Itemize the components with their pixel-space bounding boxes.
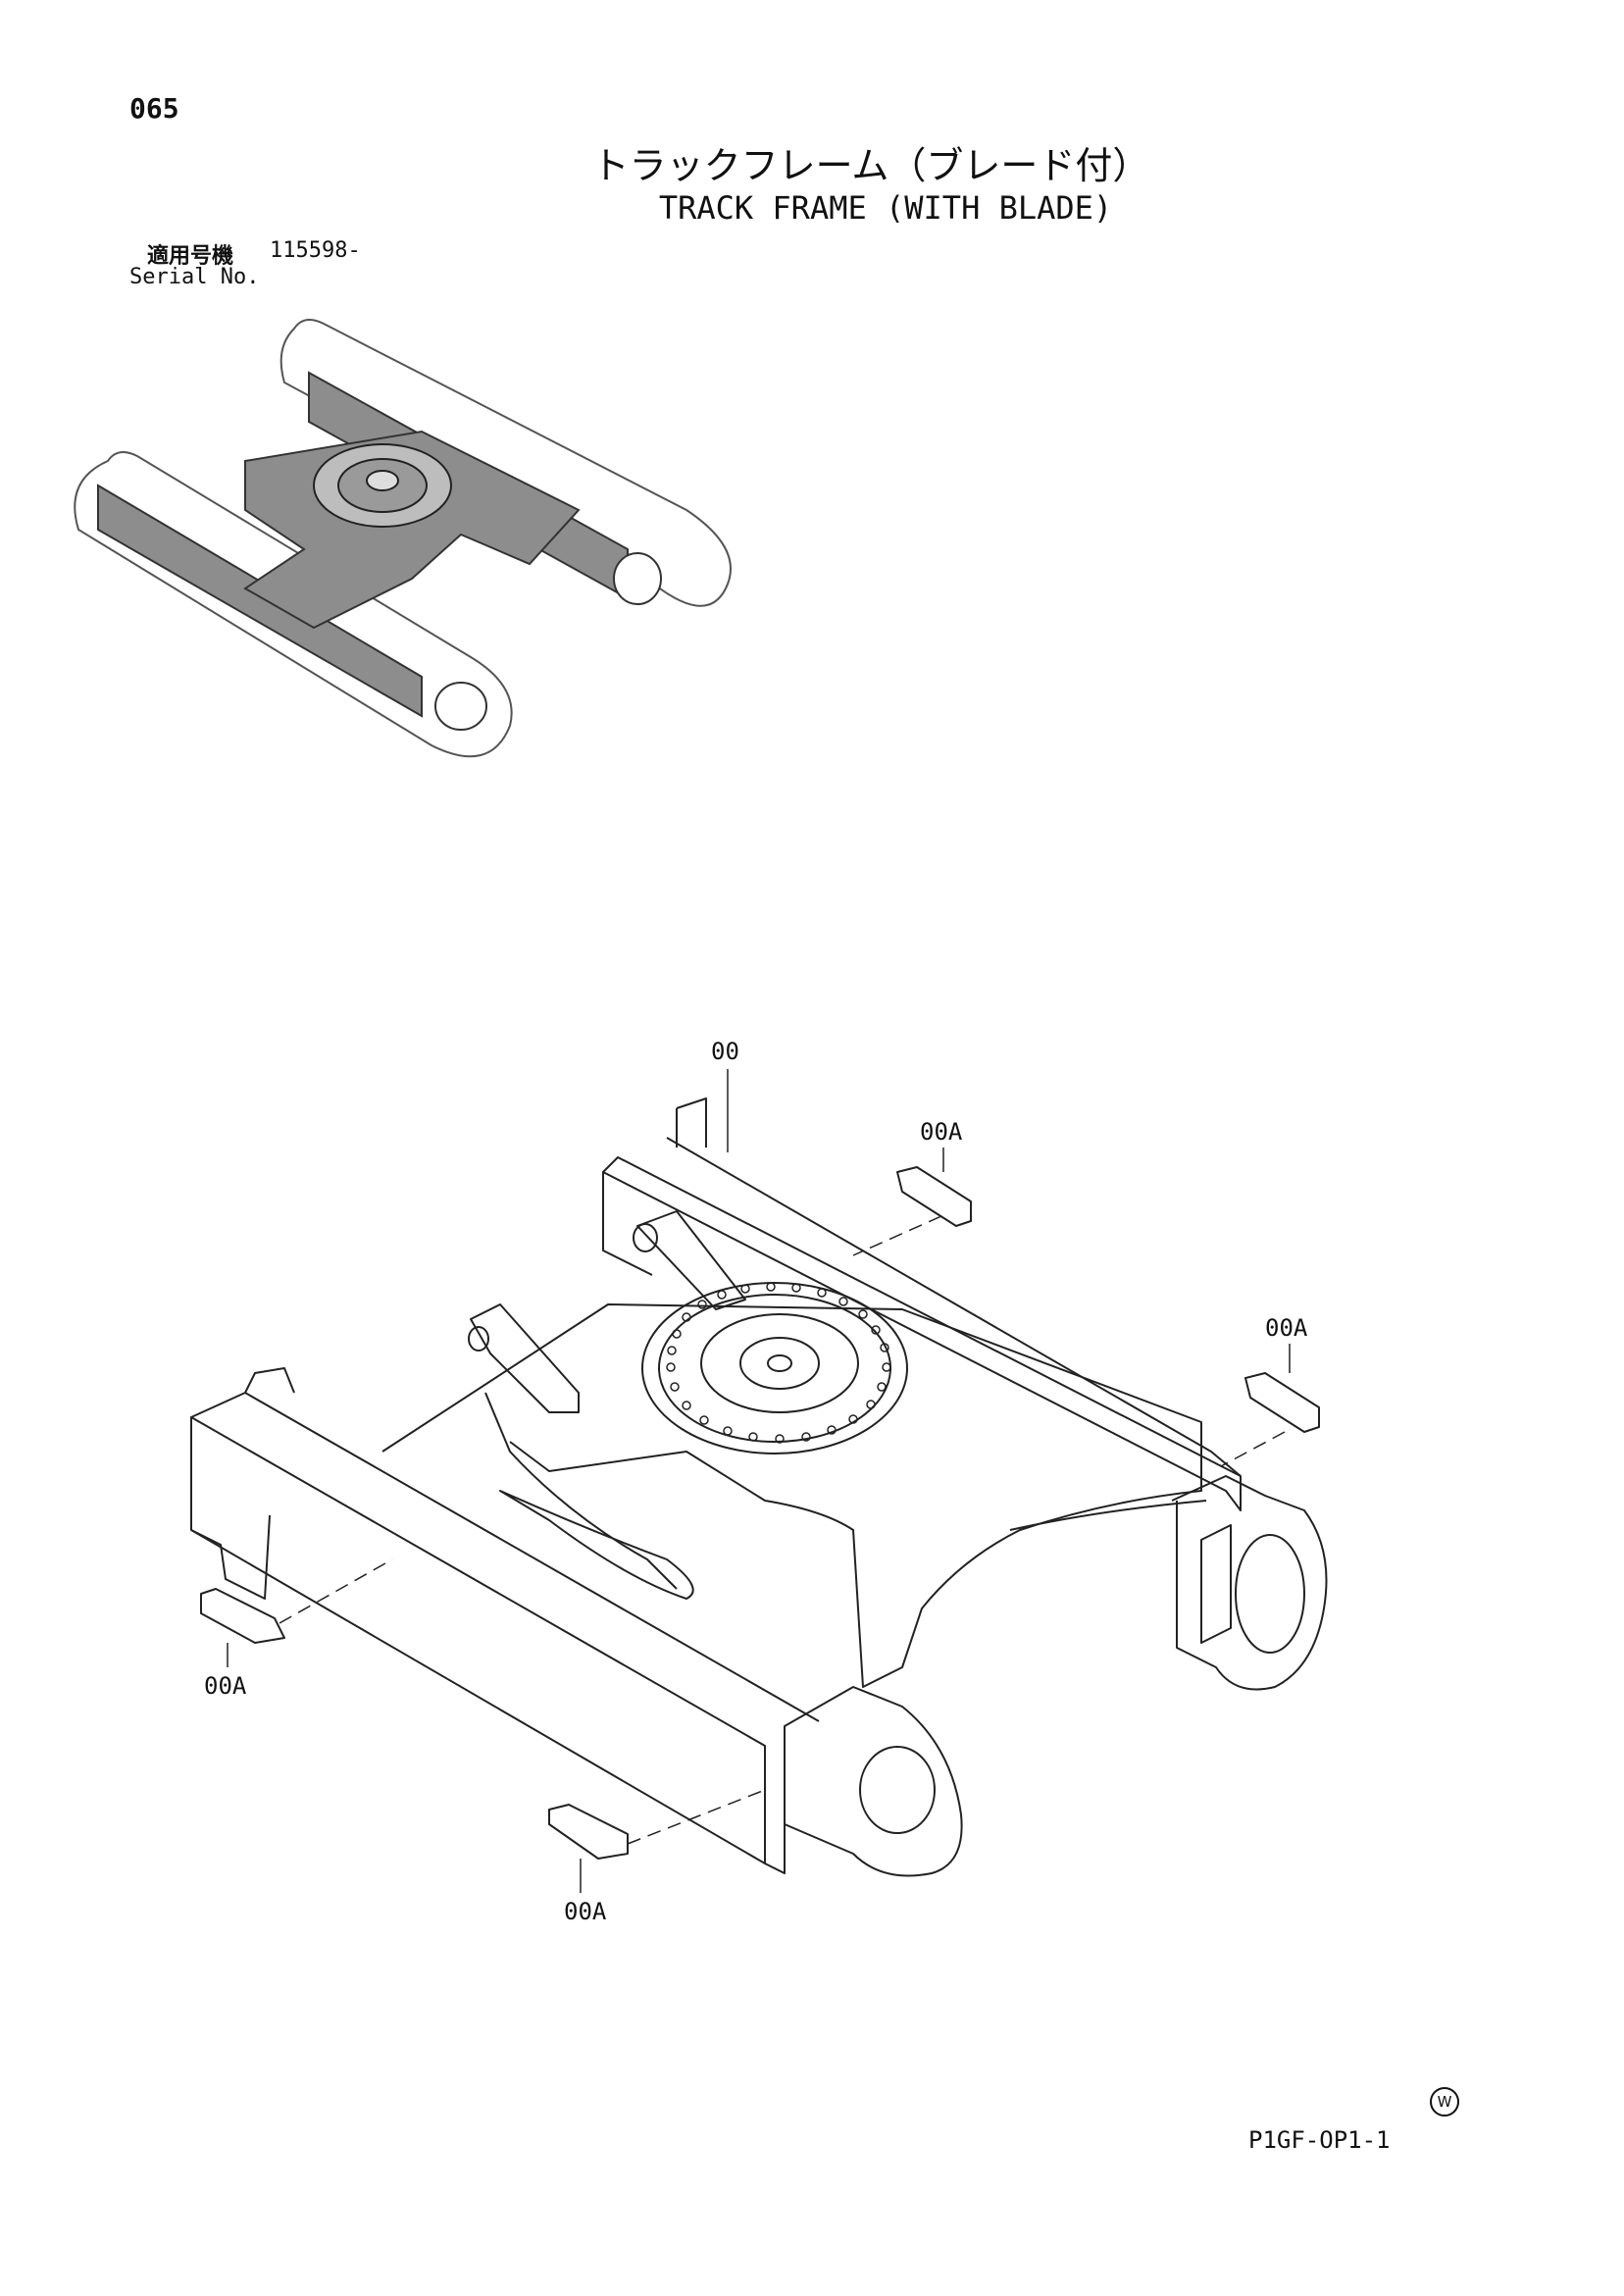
page-title-japanese: トラックフレーム（ブレード付） <box>591 144 1150 187</box>
callout-label-track-guard-2: 00A <box>1265 1314 1308 1342</box>
callout-label-main-frame: 00 <box>711 1038 739 1065</box>
drawing-code: P1GF-OP1-1 <box>1248 2126 1391 2154</box>
callout-label-track-guard-3: 00A <box>204 1672 247 1700</box>
callout-label-track-guard-4: 00A <box>564 1898 607 1925</box>
watermark-circle-icon: W <box>1430 2087 1459 2117</box>
page-title-english: TRACK FRAME (WITH BLADE) <box>658 189 1113 227</box>
callout-label-track-guard-1: 00A <box>920 1118 963 1146</box>
page-number: 065 <box>129 92 179 125</box>
serial-label-english: Serial No. <box>129 265 260 289</box>
serial-number-value: 115598- <box>270 238 361 263</box>
serial-label-japanese: 適用号機 <box>147 244 234 269</box>
watermark-letter: W <box>1437 2093 1452 2111</box>
